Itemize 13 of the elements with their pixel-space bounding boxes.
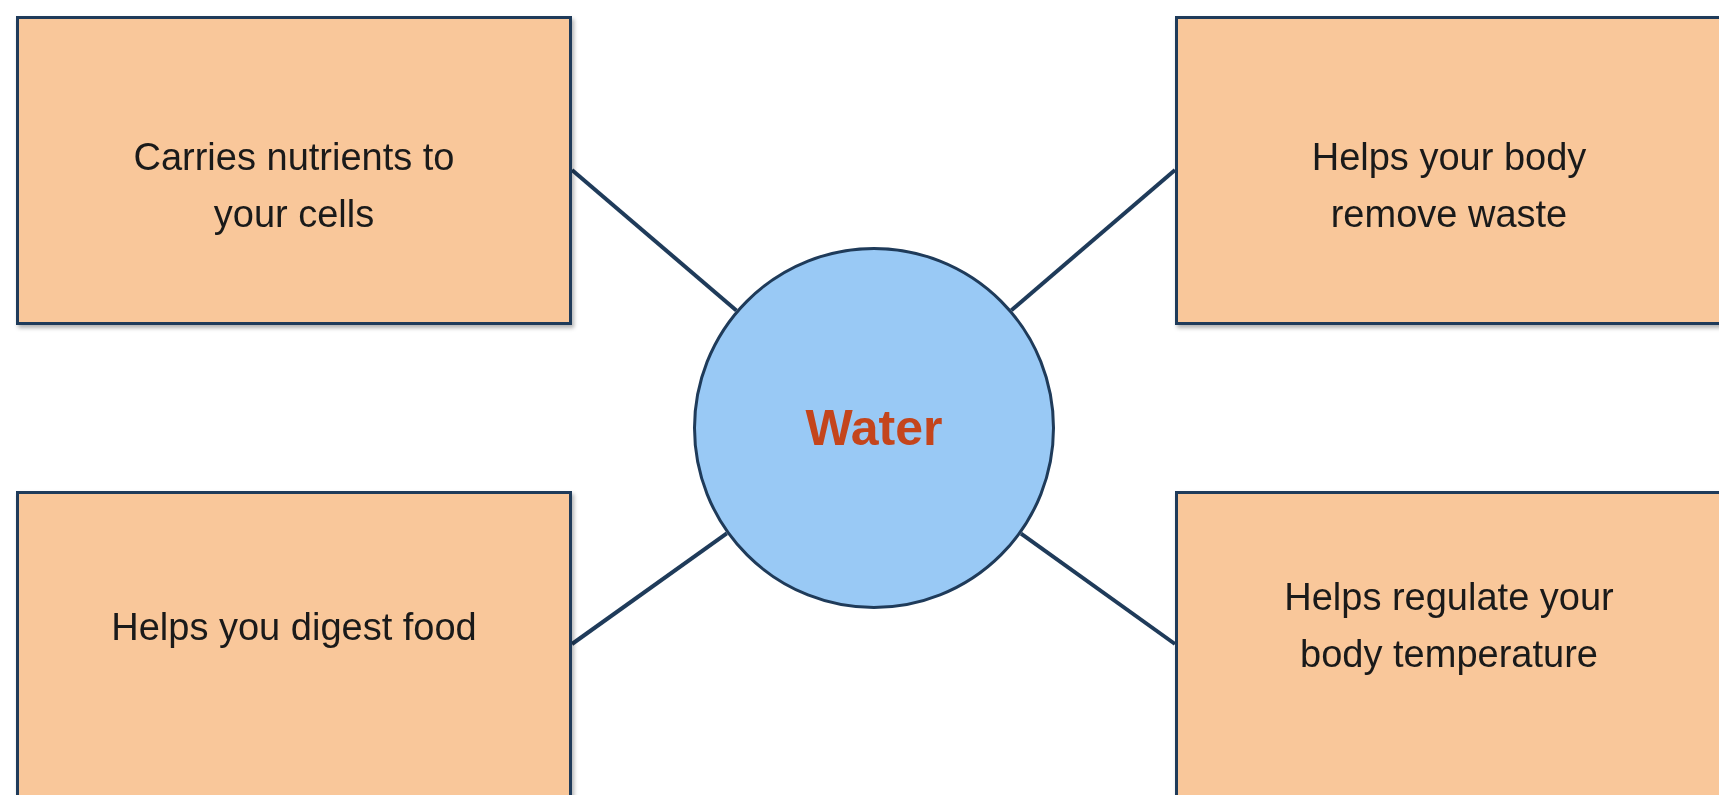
fact-text: Helps your body remove waste [1310,135,1588,237]
fact-box [1175,16,1719,325]
fact-box [1175,491,1719,795]
topic-label: Water [805,398,943,458]
fact-text: Carries nutrients to your cells [132,135,456,237]
fact-text: Helps you digest food [110,605,478,650]
connector-line [570,168,738,312]
fact-text: Helps regulate your body temperature [1283,575,1615,677]
fact-box [16,16,572,325]
fact-box [16,491,572,795]
connector-line [1019,531,1177,646]
connector-line [570,531,728,646]
connector-line [1010,168,1177,312]
